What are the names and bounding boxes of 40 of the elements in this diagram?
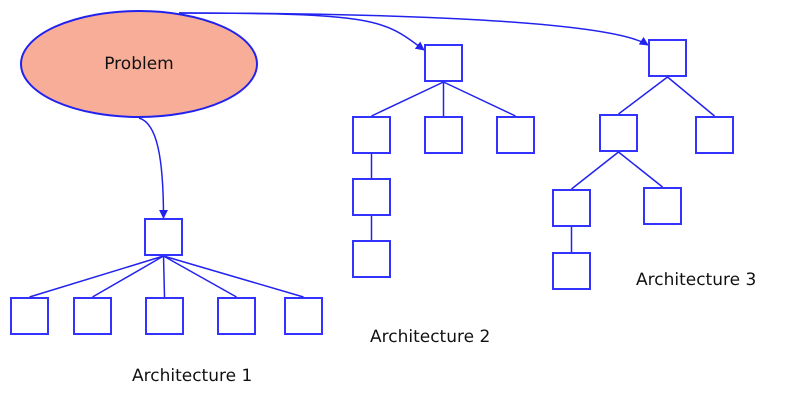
arrow [138,117,168,219]
connector-line [618,151,663,188]
connector-line [370,154,372,178]
empty-box [145,297,184,335]
empty-box [552,252,591,290]
arrow [179,12,649,46]
empty-box [352,240,391,278]
architecture-caption: Architecture 3 [636,270,756,290]
empty-box [643,187,682,225]
connector-line [667,76,715,117]
architecture-caption: Architecture 2 [370,327,490,347]
problem-ellipse [20,10,258,118]
connector-line [371,81,444,117]
empty-box [496,116,535,154]
connector-line [618,76,668,115]
connector-line [162,256,166,298]
empty-box [10,297,49,335]
empty-box [552,189,591,227]
empty-box [284,297,323,335]
connector-line [163,255,304,298]
connector-line [92,255,164,298]
empty-box [352,178,391,216]
connector-line [370,216,372,240]
empty-box [73,297,112,335]
empty-box [695,116,734,154]
empty-box [599,114,638,152]
empty-box [648,39,687,77]
connector-line [571,151,619,190]
connector-line [442,82,444,116]
connector-line [29,255,164,298]
empty-box [144,218,183,256]
architecture-caption: Architecture 1 [132,366,252,386]
empty-box [424,44,463,82]
connector-line [443,81,516,117]
empty-box [352,116,391,154]
node-label: Problem [104,54,174,74]
connector-line [163,255,237,298]
empty-box [217,297,256,335]
empty-box [424,116,463,154]
connector-line [570,227,572,252]
